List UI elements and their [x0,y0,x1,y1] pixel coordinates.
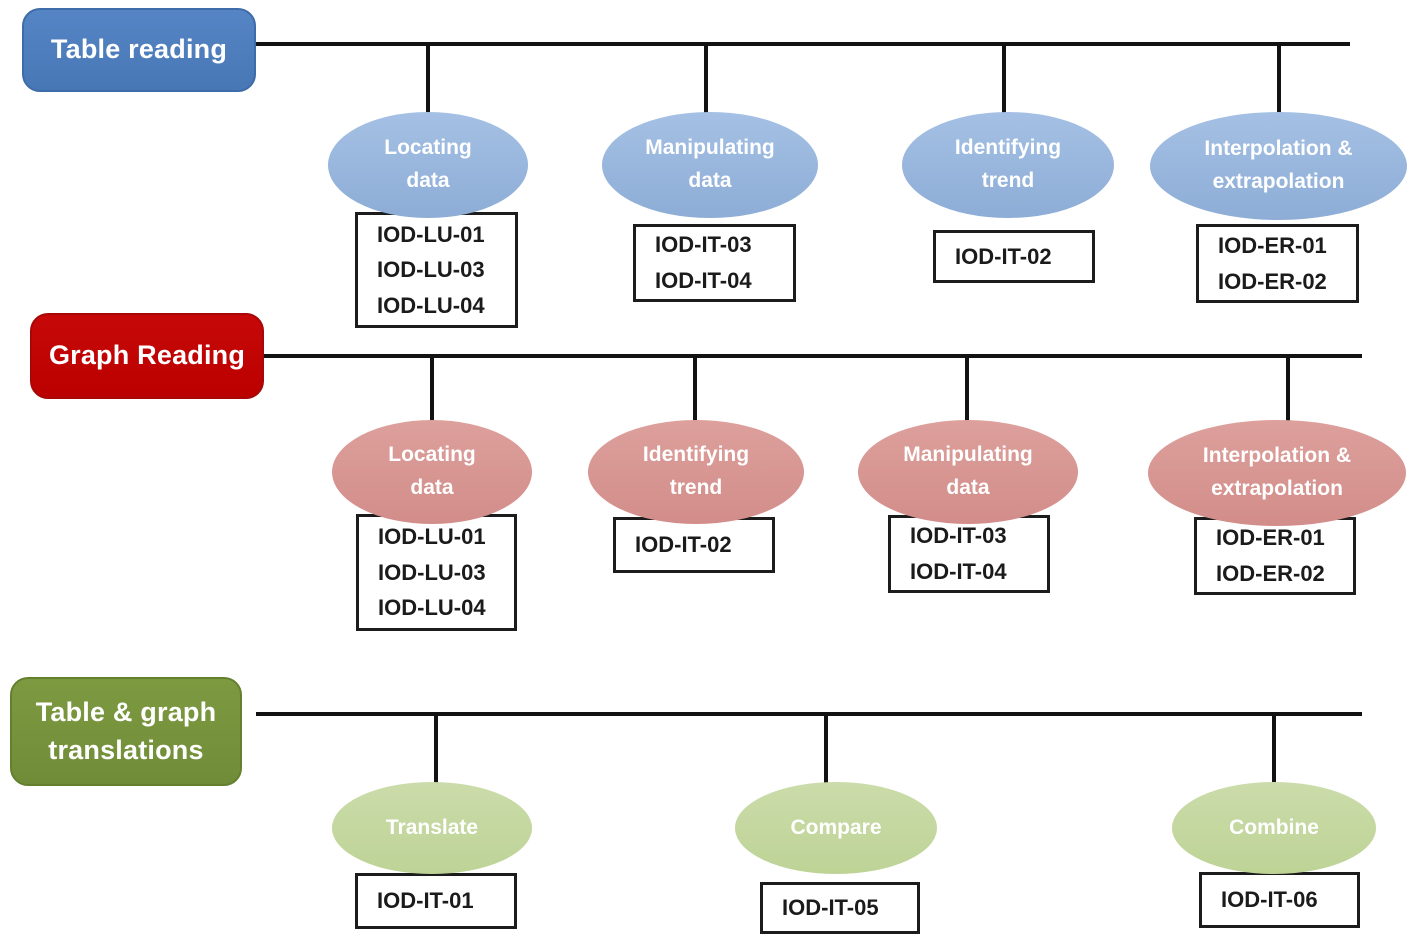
code-line: IOD-IT-03 [910,523,1007,549]
node-label-line: Combine [1229,815,1319,839]
code-line: IOD-IT-02 [635,532,732,558]
code-box: IOD-IT-03 IOD-IT-04 [888,515,1050,593]
node-label-line: Identifying [954,136,1062,160]
code-line: IOD-LU-01 [377,221,485,247]
code-box: IOD-LU-01 IOD-LU-03 IOD-LU-04 [355,212,518,328]
node-ellipse-translate: Translate [332,782,532,874]
connector-line [965,358,969,422]
node-label-line: Manipulating [645,136,775,160]
category-label: translations [48,734,204,765]
connector-line [704,46,708,114]
node-ellipse-manipulating-data: Manipulating data [858,420,1078,524]
branch-line-translations [256,712,1362,716]
code-line: IOD-ER-01 [1216,525,1325,551]
connector-line [426,46,430,114]
connector-line [824,716,828,784]
branch-line-graph-reading [260,354,1362,358]
code-box: IOD-ER-01 IOD-ER-02 [1196,224,1359,303]
node-ellipse-interpolation-extrapolation: Interpolation & extrapolation [1150,112,1407,220]
code-line: IOD-LU-03 [377,257,485,283]
node-label-line: Manipulating [903,443,1033,467]
node-label-line: trend [981,169,1035,192]
category-table-graph-translations: Table & graph translations [10,677,242,786]
code-box: IOD-IT-06 [1199,872,1360,928]
code-box: IOD-IT-02 [613,517,775,573]
code-box: IOD-IT-01 [355,873,517,929]
code-line: IOD-IT-02 [955,243,1052,269]
node-ellipse-locating-data: Locating data [332,420,532,524]
connector-line [693,358,697,422]
node-label-line: data [946,476,990,499]
node-label-line: data [406,169,450,192]
code-line: IOD-LU-04 [377,292,485,318]
node-ellipse-interpolation-extrapolation: Interpolation & extrapolation [1148,420,1406,526]
connector-line [1286,358,1290,422]
node-label-line: data [688,169,732,192]
code-box: IOD-IT-03 IOD-IT-04 [633,224,796,302]
connector-line [1277,46,1281,114]
code-line: IOD-IT-04 [655,268,752,293]
node-ellipse-locating-data: Locating data [328,112,528,218]
code-box: IOD-IT-05 [760,882,920,934]
category-table-reading: Table reading [22,8,256,92]
node-label-line: Translate [385,815,479,839]
code-line: IOD-ER-02 [1218,268,1327,294]
code-box: IOD-LU-01 IOD-LU-03 IOD-LU-04 [356,514,517,631]
node-ellipse-combine: Combine [1172,782,1376,874]
category-label: Graph Reading [48,340,246,371]
category-label: Table reading [50,34,228,65]
category-graph-reading: Graph Reading [30,313,264,399]
connector-line [430,358,434,422]
node-ellipse-identifying-trend: Identifying trend [902,112,1114,218]
code-line: IOD-LU-04 [378,595,486,621]
connector-line [1002,46,1006,114]
branch-line-table-reading [252,42,1350,46]
code-line: IOD-IT-05 [782,895,879,921]
code-line: IOD-IT-04 [910,559,1007,584]
connector-line [1272,716,1276,784]
node-label-line: data [410,476,454,499]
node-label-line: extrapolation [1211,477,1343,500]
node-label-line: Locating [384,136,472,160]
node-label-line: Interpolation & [1202,444,1352,468]
connector-line [434,716,438,784]
code-line: IOD-IT-01 [377,888,474,914]
node-label-line: Interpolation & [1204,137,1353,161]
node-ellipse-manipulating-data: Manipulating data [602,112,818,218]
category-label: Table & graph [35,696,217,727]
code-line: IOD-LU-01 [378,524,486,550]
code-line: IOD-ER-02 [1216,561,1325,586]
node-label-line: Compare [790,815,882,839]
node-ellipse-compare: Compare [735,782,937,874]
node-label-line: Locating [388,443,476,467]
code-line: IOD-LU-03 [378,559,486,585]
code-line: IOD-IT-06 [1221,887,1318,913]
code-line: IOD-IT-03 [655,232,752,258]
code-box: IOD-ER-01 IOD-ER-02 [1194,517,1356,595]
node-ellipse-identifying-trend: Identifying trend [588,420,804,524]
code-line: IOD-ER-01 [1218,232,1327,258]
node-label-line: extrapolation [1212,170,1345,193]
node-label-line: trend [669,476,723,499]
code-box: IOD-IT-02 [933,230,1095,283]
node-label-line: Identifying [642,443,750,467]
